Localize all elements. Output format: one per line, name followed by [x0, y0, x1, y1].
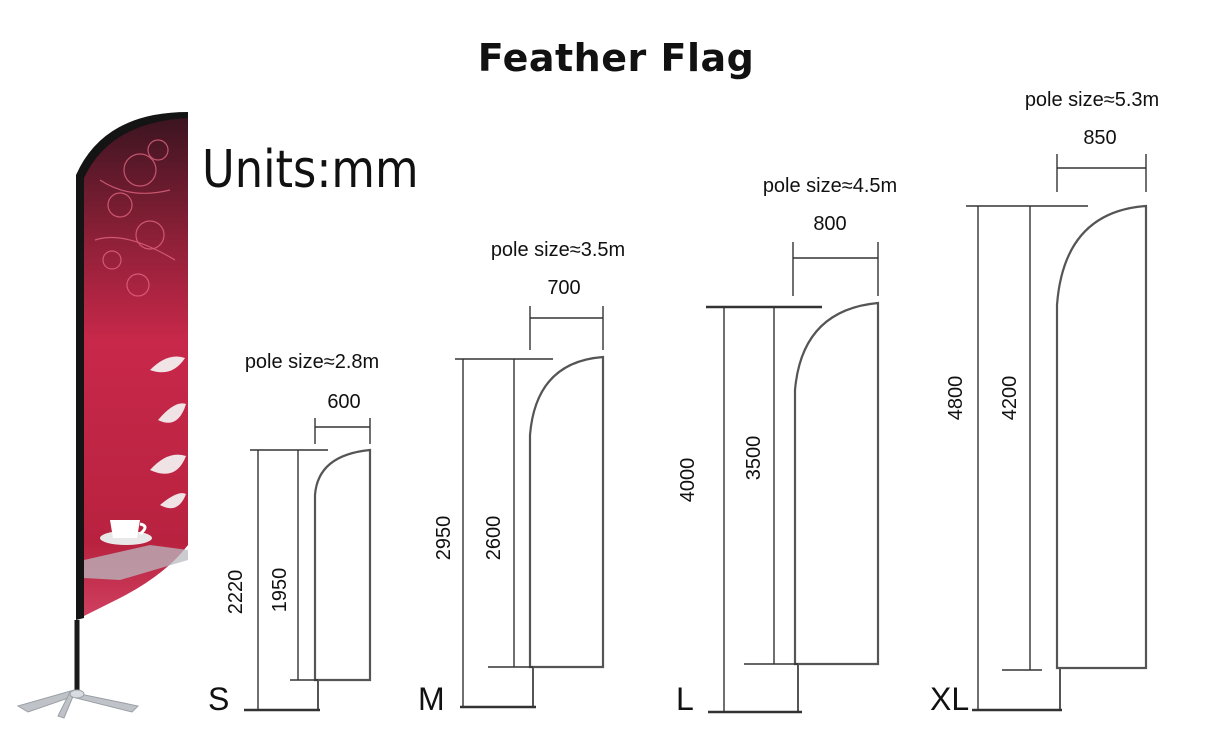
pole-size-label-xl: pole size≈5.3m	[1025, 89, 1159, 111]
width-label-m: 700	[547, 277, 580, 299]
coffee-cup	[100, 520, 152, 545]
width-label-l: 800	[813, 213, 846, 235]
total-height-label-s: 2220	[225, 570, 247, 615]
size-letter-m: M	[418, 681, 445, 717]
size-letter-s: S	[208, 681, 229, 717]
flag-edge-sleeve	[76, 112, 188, 620]
total-height-label-l: 4000	[677, 458, 699, 503]
pole-size-label-s: pole size≈2.8m	[245, 351, 379, 373]
glass-table	[84, 545, 188, 580]
size-letter-xl: XL	[930, 681, 969, 717]
flag-diagram-l: pole size≈4.5m 800 4000 3500 L	[676, 175, 897, 717]
flag-diagram-m: pole size≈3.5m 700 2950 2600 M	[418, 239, 625, 717]
flag-diagram-s: pole size≈2.8m 600 2220 1950 S	[208, 351, 379, 717]
flag-height-label-xl: 4200	[999, 376, 1021, 421]
floral-pattern	[94, 139, 176, 297]
flag-banner	[80, 115, 188, 618]
total-height-label-xl: 4800	[945, 376, 967, 421]
units-label: Units:mm	[202, 140, 419, 200]
pole-size-label-l: pole size≈4.5m	[763, 175, 897, 197]
size-letter-l: L	[676, 681, 694, 717]
flag-height-label-l: 3500	[743, 436, 765, 481]
flag-height-label-m: 2600	[483, 516, 505, 561]
cross-base	[16, 689, 140, 719]
flag-diagram-xl: pole size≈5.3m 850 4800 4200 XL	[930, 89, 1159, 717]
width-label-s: 600	[327, 391, 360, 413]
flag-height-label-s: 1950	[269, 568, 291, 613]
total-height-label-m: 2950	[433, 516, 455, 561]
pole-size-label-m: pole size≈3.5m	[491, 239, 625, 261]
page-title: Feather Flag	[477, 36, 755, 80]
white-leaves	[150, 356, 186, 509]
width-label-xl: 850	[1083, 127, 1116, 149]
feather-flag-photo	[16, 112, 188, 719]
